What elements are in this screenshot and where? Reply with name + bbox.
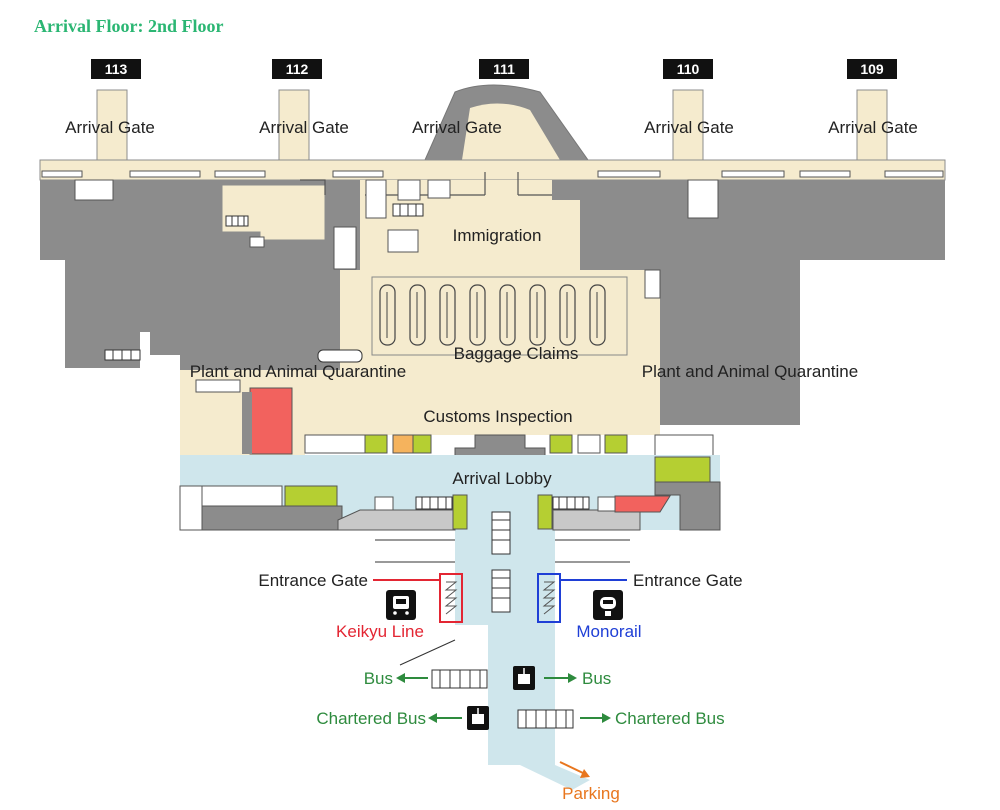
keikyu-line-label: Keikyu Line	[336, 622, 424, 641]
monorail-label: Monorail	[576, 622, 641, 641]
street-lines	[375, 539, 630, 666]
gate-110-label: Arrival Gate	[644, 118, 734, 137]
parking-arrow	[559, 761, 590, 778]
gate-112-number: 112	[286, 61, 309, 77]
chartered-bus-left-label: Chartered Bus	[316, 709, 426, 728]
train-icon	[386, 590, 416, 620]
parking-label: Parking	[562, 784, 620, 803]
gate-number-badges	[91, 59, 897, 79]
chartered-bus-right-label: Chartered Bus	[615, 709, 725, 728]
gate-piers	[96, 89, 888, 163]
entrance-gate-left-label: Entrance Gate	[258, 571, 368, 590]
gate-112-label: Arrival Gate	[259, 118, 349, 137]
customs-counters	[304, 434, 714, 458]
baggage-carousels	[371, 276, 628, 356]
gate-113-number: 113	[105, 61, 128, 77]
quarantine-room	[249, 387, 293, 455]
gate-109-label: Arrival Gate	[828, 118, 918, 137]
bus-left-label: Bus	[364, 669, 393, 688]
immigration-label: Immigration	[453, 226, 542, 245]
monorail-entrance-gate	[537, 573, 627, 623]
page-title: Arrival Floor: 2nd Floor	[34, 16, 224, 36]
monorail-icon	[593, 590, 623, 620]
gate-109-number: 109	[860, 61, 884, 77]
quarantine-right-label: Plant and Animal Quarantine	[642, 362, 858, 381]
quarantine-left-label: Plant and Animal Quarantine	[190, 362, 406, 381]
customs-label: Customs Inspection	[423, 407, 572, 426]
arrival-lobby-label: Arrival Lobby	[452, 469, 552, 488]
gate-111-number: 111	[493, 61, 515, 77]
gate-111-label: Arrival Gate	[412, 118, 502, 137]
bus-right-label: Bus	[582, 669, 611, 688]
bus-stop-icon	[513, 666, 535, 690]
service-rooms	[74, 179, 719, 393]
baggage-claims-label: Baggage Claims	[454, 344, 579, 363]
keikyu-entrance-gate	[373, 573, 463, 623]
chartered-bus-stop-icon	[467, 706, 489, 730]
concourse-windows	[41, 170, 944, 178]
gate-110-number: 110	[677, 61, 700, 77]
gate-113-label: Arrival Gate	[65, 118, 155, 137]
restricted-area-right	[552, 180, 945, 425]
bus-arrows	[396, 673, 611, 723]
entrance-gate-right-label: Entrance Gate	[633, 571, 743, 590]
